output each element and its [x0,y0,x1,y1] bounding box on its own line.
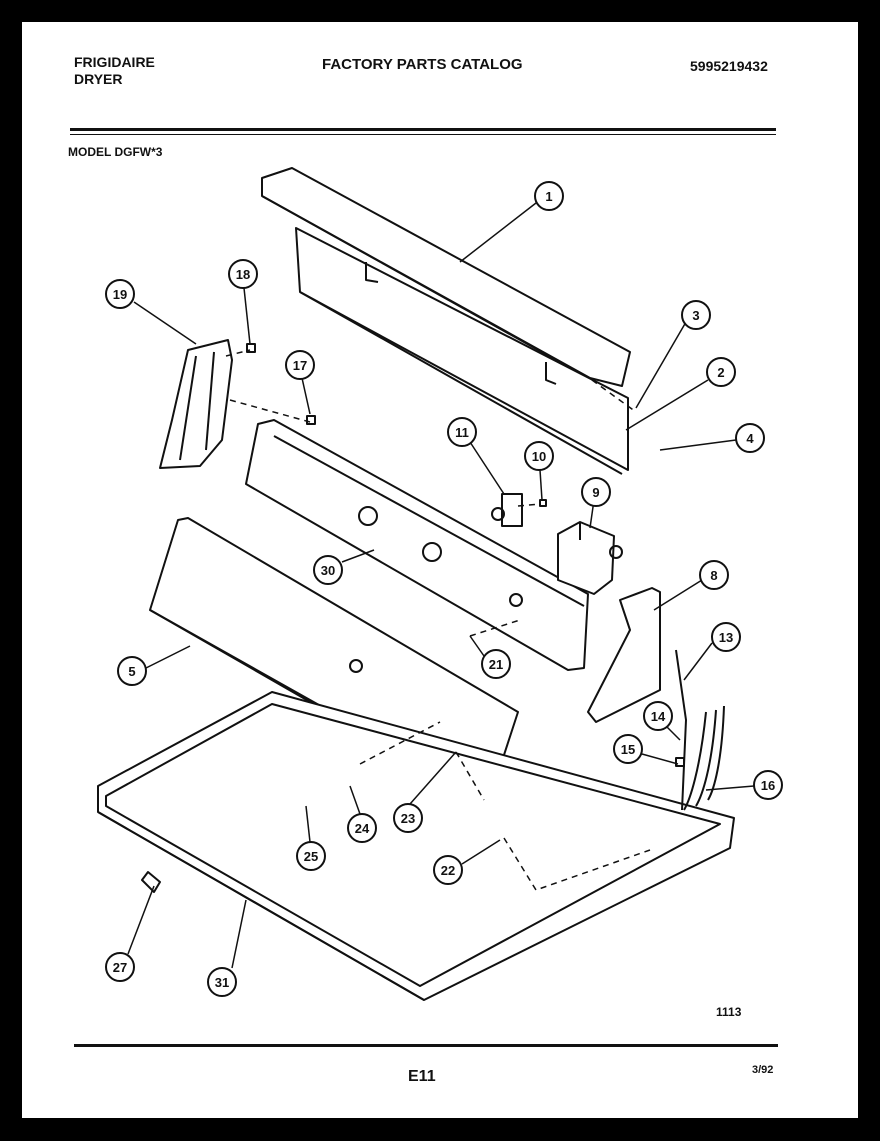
callout-17: 17 [285,350,315,380]
part-top-panel [97,691,735,1001]
callout-15: 15 [613,734,643,764]
svg-text:17: 17 [293,358,307,373]
footer-rule [74,1044,778,1047]
callout-22: 22 [433,855,463,885]
svg-text:15: 15 [621,742,635,757]
svg-text:5: 5 [128,664,135,679]
header-rule [70,128,776,131]
part-trim-bracket [587,587,661,723]
svg-text:2: 2 [717,365,724,380]
model-label: MODEL DGFW*3 [68,145,163,159]
callout-1: 1 [534,181,564,211]
catalog-page: FRIGIDAIRE DRYER FACTORY PARTS CATALOG 5… [22,22,858,1118]
callout-4: 4 [735,423,765,453]
svg-text:19: 19 [113,287,127,302]
callout-21: 21 [481,649,511,679]
svg-text:27: 27 [113,960,127,975]
part-switch [491,493,523,527]
part-end-cap [159,339,233,469]
callout-16: 16 [753,770,783,800]
callout-27: 27 [105,952,135,982]
part-rear-panel [295,227,629,475]
callout-30: 30 [313,555,343,585]
callout-25: 25 [296,841,326,871]
callout-2: 2 [706,357,736,387]
part-timer [557,521,623,595]
svg-text:18: 18 [236,267,250,282]
svg-text:11: 11 [455,425,469,440]
page-number: E11 [408,1068,436,1085]
callout-31: 31 [207,967,237,997]
product-type: DRYER [74,71,123,87]
part-control-panel [245,419,589,671]
brand-name: FRIGIDAIRE [74,54,155,70]
svg-text:24: 24 [355,821,370,836]
svg-text:22: 22 [441,863,455,878]
svg-text:31: 31 [215,975,229,990]
part-top-cover [261,167,631,387]
alignment-lines [225,349,651,891]
svg-text:3: 3 [692,308,699,323]
part-screw-18 [246,343,256,353]
callout-11: 11 [447,417,477,447]
svg-text:13: 13 [719,630,733,645]
callout-13: 13 [711,622,741,652]
callout-5: 5 [117,656,147,686]
svg-text:8: 8 [710,568,717,583]
svg-text:16: 16 [761,778,775,793]
callout-3: 3 [681,300,711,330]
exploded-parts-diagram: 1 2 3 4 5 8 9 10 11 13 14 15 16 17 18 19… [97,167,783,1001]
callout-18: 18 [228,259,258,289]
catalog-date: 3/92 [752,1064,774,1076]
callout-24: 24 [347,813,377,843]
leader-lines [127,202,755,969]
callout-9: 9 [581,477,611,507]
svg-text:4: 4 [746,431,754,446]
catalog-part-number: 5995219432 [690,58,768,74]
svg-text:30: 30 [321,563,335,578]
callout-8: 8 [699,560,729,590]
svg-text:21: 21 [489,657,503,672]
callout-14: 14 [643,701,673,731]
callout-23: 23 [393,803,423,833]
svg-text:1: 1 [545,189,552,204]
part-screw-10 [539,499,547,507]
part-wiring [675,649,725,811]
diagram-code: 1113 [716,1005,742,1019]
part-screw-17 [306,415,316,425]
catalog-title: FACTORY PARTS CATALOG [322,56,523,73]
callout-10: 10 [524,441,554,471]
part-clip [141,871,161,893]
svg-text:14: 14 [651,709,666,724]
brand-block: FRIGIDAIRE DRYER [74,54,155,88]
svg-text:9: 9 [592,485,599,500]
callout-19: 19 [105,279,135,309]
svg-text:10: 10 [532,449,546,464]
svg-text:25: 25 [304,849,318,864]
header-rule-thin [70,134,776,135]
svg-text:23: 23 [401,811,415,826]
